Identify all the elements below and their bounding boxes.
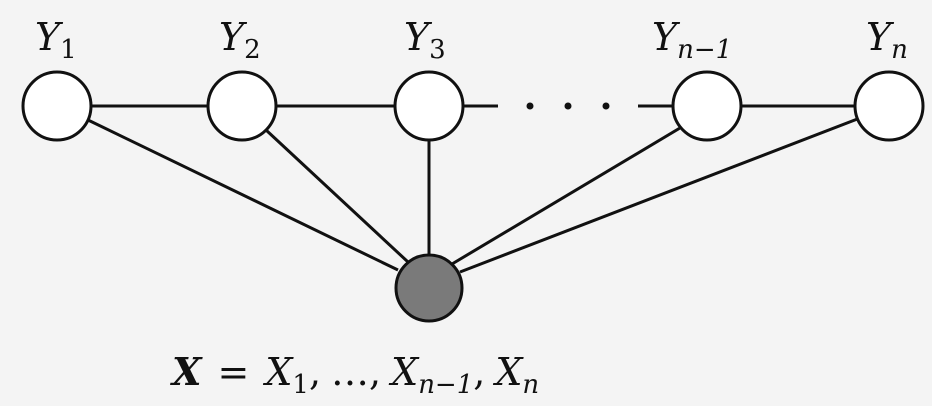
label-yn: Yn bbox=[866, 15, 908, 65]
node-y2 bbox=[206, 70, 278, 142]
caption-xn-sub: n bbox=[522, 370, 539, 400]
caption-sep1: , bbox=[309, 350, 321, 394]
caption-dots: … bbox=[331, 350, 369, 394]
node-ynm1 bbox=[671, 70, 743, 142]
edge-ynm1-x bbox=[451, 126, 681, 266]
label-nodes bbox=[21, 70, 925, 142]
node-y3 bbox=[393, 70, 465, 142]
label-y3: Y3 bbox=[404, 15, 446, 65]
label-ynm1-sub: n−1 bbox=[677, 35, 732, 65]
node-x-observed bbox=[394, 253, 464, 323]
label-y1: Y1 bbox=[35, 15, 77, 65]
label-y2: Y2 bbox=[219, 15, 261, 65]
edge-yn-x bbox=[459, 116, 861, 274]
caption-xnm1-base: X bbox=[388, 350, 420, 394]
ellipsis-dot-1 bbox=[526, 102, 534, 110]
caption-xnm1-sub: n−1 bbox=[418, 370, 473, 400]
label-y2-sub: 2 bbox=[244, 35, 261, 65]
edge-y1-x bbox=[87, 118, 399, 272]
caption-x1-sub: 1 bbox=[292, 370, 309, 400]
caption-eq: = bbox=[217, 350, 249, 394]
label-y3-sub: 3 bbox=[429, 35, 446, 65]
label-y1-sub: 1 bbox=[60, 35, 77, 65]
label-y1-base: Y bbox=[35, 15, 64, 59]
caption-lhs: X bbox=[170, 349, 203, 394]
caption-sep2: , bbox=[369, 350, 381, 394]
label-y2-base: Y bbox=[219, 15, 248, 59]
ellipsis-dot-2 bbox=[564, 102, 572, 110]
ellipsis-dot-3 bbox=[602, 102, 610, 110]
label-yn-sub: n bbox=[891, 35, 908, 65]
caption-sep3: , bbox=[473, 350, 485, 394]
label-y3-base: Y bbox=[404, 15, 433, 59]
caption-x1-base: X bbox=[262, 350, 294, 394]
node-y1 bbox=[21, 70, 93, 142]
chain-ellipsis bbox=[526, 102, 610, 110]
label-ynm1: Yn−1 bbox=[652, 15, 732, 65]
caption-xn-base: X bbox=[492, 350, 524, 394]
observation-edges bbox=[87, 116, 861, 274]
label-ynm1-base: Y bbox=[652, 15, 681, 59]
label-yn-base: Y bbox=[866, 15, 895, 59]
caption-equation: X=X1,…,Xn−1,Xn bbox=[170, 349, 539, 400]
edge-y2-x bbox=[264, 128, 410, 264]
node-yn bbox=[853, 70, 925, 142]
node-labels: Y1 Y2 Y3 Yn−1 Yn bbox=[35, 15, 908, 65]
